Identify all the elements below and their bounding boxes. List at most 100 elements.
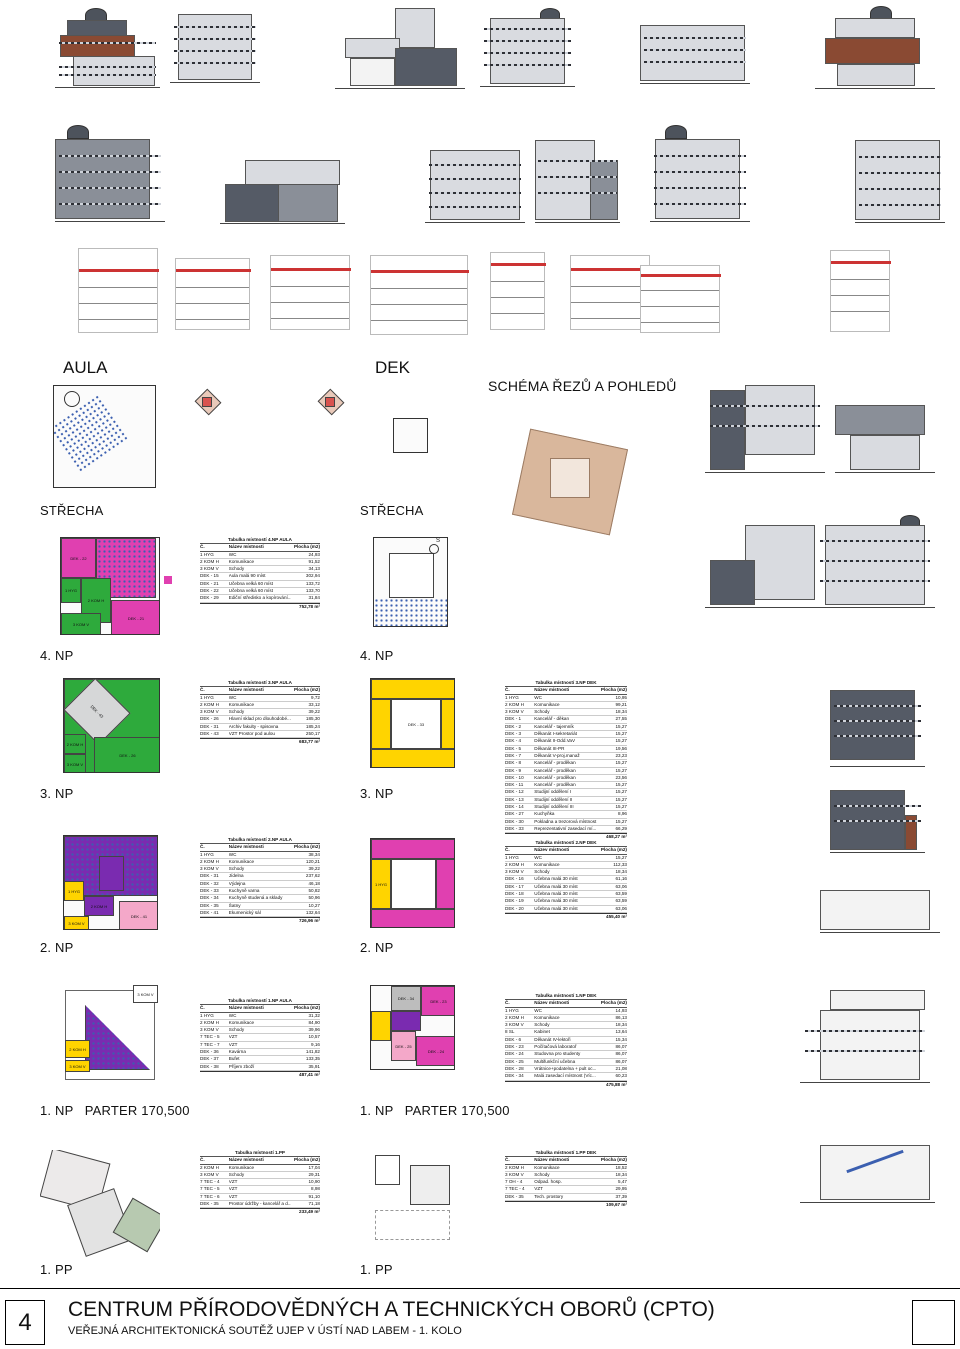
table-cell: 46,18 xyxy=(308,880,320,886)
table-cell: Studijní oddělení II xyxy=(534,796,573,802)
table-cell: 1 HYG xyxy=(505,694,519,700)
section-11 xyxy=(800,1140,935,1205)
elevation-6 xyxy=(815,6,935,91)
table-header-cell: Název místnosti xyxy=(228,1005,264,1011)
table-cell: 302,94 xyxy=(305,573,320,579)
table-cell: 1 HYG xyxy=(200,1012,214,1018)
table-header-cell: Č. xyxy=(505,1000,510,1006)
table-header-cell: Název místnosti xyxy=(228,687,264,693)
table-cell: DEK - 36 xyxy=(200,1049,219,1055)
table-title: Tabulka místností 4.NP AULA xyxy=(200,537,320,545)
table-cell: 132,64 xyxy=(305,909,320,915)
table-cell: Učebna velká 60 míst xyxy=(228,588,273,594)
table-cell: DEK - 33 xyxy=(200,888,219,894)
table-cell: Schody xyxy=(534,1022,550,1028)
elevation-4 xyxy=(480,8,575,90)
table-cell: 35,91 xyxy=(308,1063,320,1069)
plan-1np-dek: DEK - 34 DEK - 23 DEK - 25 DEK - 24 xyxy=(370,985,455,1070)
table-cell: WC xyxy=(228,1012,237,1018)
table-cell: 3 KOM V xyxy=(200,1027,219,1033)
table-cell: Kancelář - proděkan xyxy=(534,782,576,788)
table-cell: DEK - 17 xyxy=(505,883,524,889)
table-cell: 15,27 xyxy=(615,723,627,729)
table-cell: DEK - 34 xyxy=(505,1073,524,1079)
table-cell: DEK - 8 xyxy=(505,760,522,766)
table-title: Tabulka místností 1.NP AULA xyxy=(200,998,320,1006)
table-cell: Učebna malá 30 míst xyxy=(534,876,578,882)
schema-heading: SCHÉMA ŘEZŮ A POHLEDŮ xyxy=(488,378,677,394)
table-cell: Aula malá 90 míst xyxy=(228,573,266,579)
table-cell: DEK - 1 xyxy=(505,716,522,722)
table-cell: Studovna pro studenty xyxy=(534,1051,581,1057)
section-4 xyxy=(370,255,469,335)
table-title: Tabulka místností 2.NP DEK xyxy=(505,840,627,848)
north-letter: S xyxy=(436,538,441,544)
table-cell: DEK - 10 xyxy=(505,774,524,780)
table-header-cell: Plocha (m2) xyxy=(293,844,320,850)
table-cell: Kuchyně studená a sklady xyxy=(228,895,283,901)
table-header-cell: Č. xyxy=(505,1157,510,1163)
table-cell: 61,16 xyxy=(615,876,627,882)
table-cell: Komunikace xyxy=(534,861,560,867)
table-cell: 71,18 xyxy=(308,1201,320,1207)
table-cell: Pokladna a trezorová místnost xyxy=(534,818,597,824)
table-cell: DEK - 23 xyxy=(505,1044,524,1050)
table-cell: 18,52 xyxy=(615,1164,627,1170)
table-cell: 9,72 xyxy=(311,694,320,700)
table-cell: Komunikace xyxy=(228,1019,255,1025)
table-cell: 15,27 xyxy=(615,731,627,737)
table-cell: DEK - 35 xyxy=(200,902,219,908)
roof-key-dek xyxy=(315,385,347,423)
table-cell: 9,16 xyxy=(311,1041,320,1047)
table-cell: Studijní oddělení III xyxy=(534,804,574,810)
table-cell: Schody xyxy=(228,1171,245,1177)
table-cell: 15,27 xyxy=(615,818,627,824)
table-cell: Výdejna xyxy=(228,880,246,886)
floor-label-3np-aula: 3. NP xyxy=(40,786,74,801)
table-cell: Počítačová laboratoř xyxy=(534,1044,577,1050)
table-header-cell: Název místnosti xyxy=(534,1157,570,1163)
table-cell: 2 KOM H xyxy=(505,1164,524,1170)
section-1 xyxy=(78,248,159,333)
table-cell: 1 HYG xyxy=(505,854,519,860)
table-cell: Kancelář - děkan xyxy=(534,716,569,722)
plan-1np-aula: 2 KOM H 3 KOM V 3 KOM V xyxy=(55,980,160,1085)
table-cell: DEK - 20 xyxy=(505,905,524,911)
table-cell: 29,95 xyxy=(615,1186,627,1192)
table-total: 752,78 m² xyxy=(200,602,320,610)
table-header-cell: Plocha (m2) xyxy=(600,847,627,853)
floor-label-4np-dek: 4. NP xyxy=(360,648,394,663)
table-cell: DEK - 25 xyxy=(505,1058,524,1064)
floor-label-2np-dek: 2. NP xyxy=(360,940,394,955)
table-cell: Učebna malá 30 míst xyxy=(534,905,578,911)
table-cell: DEK - 11 xyxy=(505,782,524,788)
table-header-cell: Č. xyxy=(200,1157,205,1163)
table-cell: 31,32 xyxy=(308,1012,320,1018)
table-cell: DEK - 13 xyxy=(505,796,524,802)
table-cell: Odpad. hosp. xyxy=(534,1179,562,1185)
table-cell: 13,64 xyxy=(615,1029,627,1035)
site-massing-plan xyxy=(510,428,635,536)
table-row: DEK - 1 Kancelář - děkan 27,55 xyxy=(505,716,627,724)
table-total: 475,88 m² xyxy=(505,1080,627,1088)
table-cell: 27,55 xyxy=(615,716,627,722)
table-cell: DEK - 33 xyxy=(505,825,524,831)
elevation-9 xyxy=(425,150,525,225)
